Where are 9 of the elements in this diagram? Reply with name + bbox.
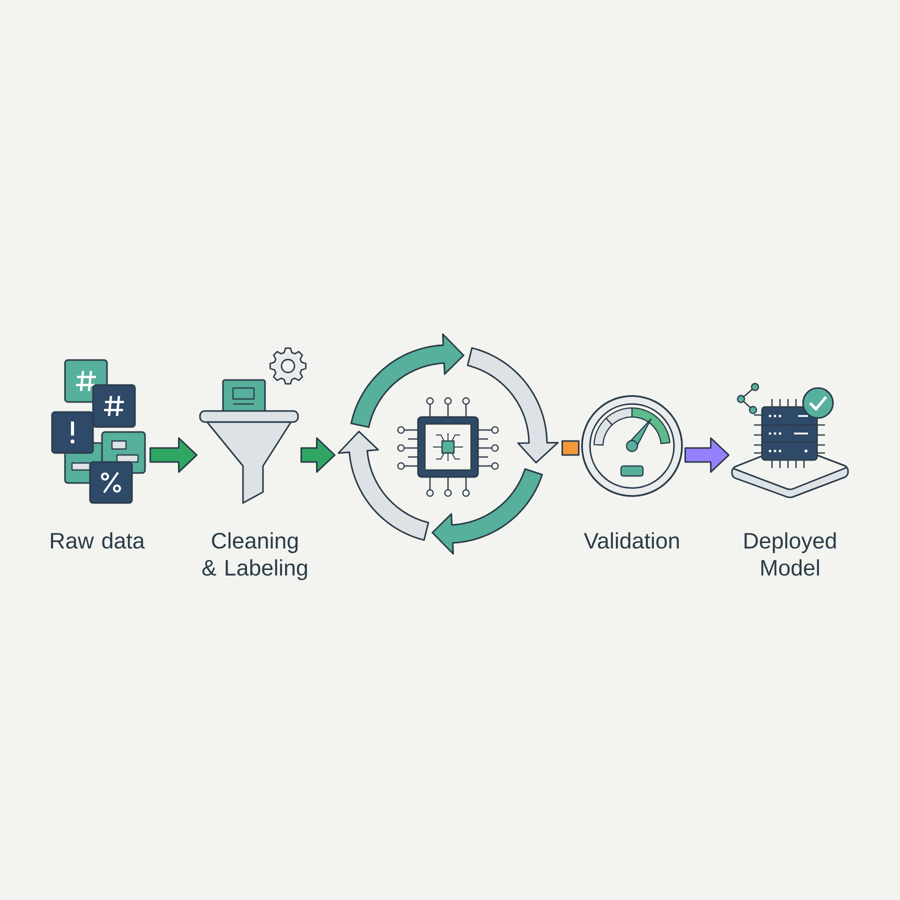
arrow — [300, 437, 336, 473]
node-label: Validation — [584, 532, 679, 549]
chip-cycle-icon — [338, 333, 559, 555]
node-label: Raw data — [51, 532, 145, 549]
arrow — [149, 437, 198, 473]
node-label: Deployed Model — [744, 532, 836, 576]
connector-bar — [561, 440, 580, 456]
arrow — [684, 437, 730, 473]
node-label: Cleaning & Labeling — [202, 532, 307, 580]
